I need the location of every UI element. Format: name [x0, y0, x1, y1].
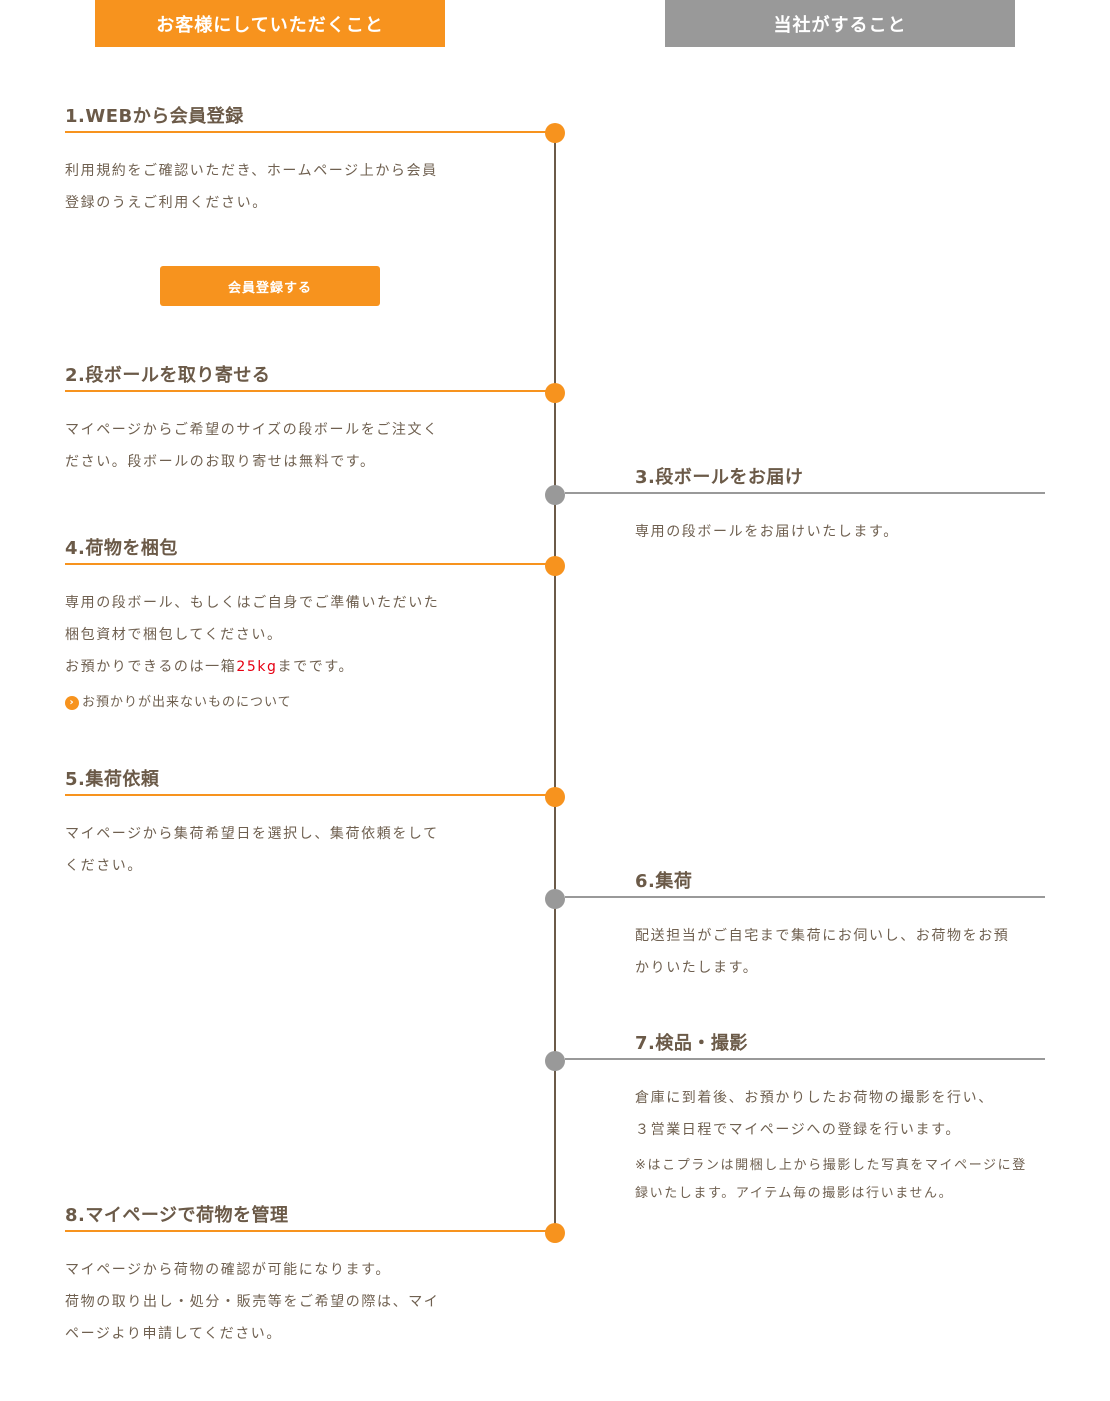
body-line: 専用の段ボールをお届けいたします。 — [635, 524, 899, 540]
body-line: ３営業日程でマイページへの登録を行います。 — [635, 1122, 961, 1138]
weight-limit: お預かりできるのは一箱25kgまでです。 — [65, 651, 485, 683]
timeline-dot-customer — [545, 556, 565, 576]
timeline-dot-company — [545, 485, 565, 505]
body-line: 利用規約をご確認いただき、ホームページ上から会員 — [65, 163, 438, 179]
step-title: 5.集荷依頼 — [65, 766, 555, 796]
timeline-dot-customer — [545, 787, 565, 807]
body-line: かりいたします。 — [635, 960, 759, 976]
step-body: 倉庫に到着後、お預かりしたお荷物の撮影を行い、 ３営業日程でマイページへの登録を… — [635, 1082, 1055, 1208]
note-line: ※はこプランは開梱し上から撮影した写真をマイページに登 — [635, 1158, 1027, 1173]
body-line: 登録のうえご利用ください。 — [65, 195, 268, 211]
timeline-dot-customer — [545, 123, 565, 143]
limit-suffix: までです。 — [277, 659, 355, 675]
step-8: 8.マイページで荷物を管理 マイページから荷物の確認が可能になります。 荷物の取… — [65, 1202, 555, 1350]
step-title: 7.検品・撮影 — [565, 1030, 1045, 1060]
step-title: 8.マイページで荷物を管理 — [65, 1202, 555, 1232]
step-1: 1.WEBから会員登録 利用規約をご確認いただき、ホームページ上から会員 登録の… — [65, 103, 555, 219]
step-note: ※はこプランは開梱し上から撮影した写真をマイページに登 録いたします。アイテム毎… — [635, 1152, 1055, 1208]
body-line: 配送担当がご自宅まで集荷にお伺いし、お荷物をお預 — [635, 928, 1010, 944]
body-line: マイページから集荷希望日を選択し、集荷依頼をして — [65, 826, 439, 842]
body-line: マイページから荷物の確認が可能になります。 — [65, 1262, 391, 1278]
company-column-header: 当社がすること — [665, 0, 1015, 47]
body-line: マイページからご希望のサイズの段ボールをご注文く — [65, 422, 439, 438]
step-5: 5.集荷依頼 マイページから集荷希望日を選択し、集荷依頼をして ください。 — [65, 766, 555, 882]
step-title: 6.集荷 — [565, 868, 1045, 898]
customer-column-header: お客様にしていただくこと — [95, 0, 445, 47]
step-6: 6.集荷 配送担当がご自宅まで集荷にお伺いし、お荷物をお預 かりいたします。 — [565, 868, 1055, 984]
body-line: ページより申請してください。 — [65, 1326, 282, 1342]
step-body: 利用規約をご確認いただき、ホームページ上から会員 登録のうえご利用ください。 — [65, 155, 485, 219]
step-body: 配送担当がご自宅まで集荷にお伺いし、お荷物をお預 かりいたします。 — [635, 920, 1055, 984]
step-body: マイページからご希望のサイズの段ボールをご注文く ださい。段ボールのお取り寄せは… — [65, 414, 485, 478]
body-line: 専用の段ボール、もしくはご自身でご準備いただいた — [65, 595, 440, 611]
member-register-button[interactable]: 会員登録する — [160, 266, 380, 306]
step-2: 2.段ボールを取り寄せる マイページからご希望のサイズの段ボールをご注文く ださ… — [65, 362, 555, 478]
body-line: ください。 — [65, 858, 143, 874]
step-3: 3.段ボールをお届け 専用の段ボールをお届けいたします。 — [565, 464, 1055, 548]
note-line: 録いたします。アイテム毎の撮影は行いません。 — [635, 1186, 954, 1201]
step-4: 4.荷物を梱包 専用の段ボール、もしくはご自身でご準備いただいた 梱包資材で梱包… — [65, 535, 555, 719]
timeline-dot-company — [545, 889, 565, 909]
limit-prefix: お預かりできるのは一箱 — [65, 659, 237, 675]
body-line: 荷物の取り出し・処分・販売等をご希望の際は、マイ — [65, 1294, 440, 1310]
step-body: 専用の段ボール、もしくはご自身でご準備いただいた 梱包資材で梱包してください。 … — [65, 587, 485, 719]
step-7: 7.検品・撮影 倉庫に到着後、お預かりしたお荷物の撮影を行い、 ３営業日程でマイ… — [565, 1030, 1055, 1208]
body-line: ださい。段ボールのお取り寄せは無料です。 — [65, 454, 376, 470]
body-line: 倉庫に到着後、お預かりしたお荷物の撮影を行い、 — [635, 1090, 994, 1106]
timeline-dot-customer — [545, 1223, 565, 1243]
prohibited-items-link[interactable]: ›お預かりが出来ないものについて — [65, 687, 485, 719]
timeline-dot-customer — [545, 383, 565, 403]
step-title: 4.荷物を梱包 — [65, 535, 555, 565]
limit-value: 25kg — [236, 659, 278, 675]
step-title: 2.段ボールを取り寄せる — [65, 362, 555, 392]
step-title: 1.WEBから会員登録 — [65, 103, 555, 133]
link-label: お預かりが出来ないものについて — [82, 695, 292, 710]
step-body: マイページから集荷希望日を選択し、集荷依頼をして ください。 — [65, 818, 485, 882]
body-line: 梱包資材で梱包してください。 — [65, 627, 283, 643]
step-title: 3.段ボールをお届け — [565, 464, 1045, 494]
chevron-right-icon: › — [65, 696, 79, 710]
step-body: 専用の段ボールをお届けいたします。 — [635, 516, 1055, 548]
timeline-dot-company — [545, 1051, 565, 1071]
step-body: マイページから荷物の確認が可能になります。 荷物の取り出し・処分・販売等をご希望… — [65, 1254, 485, 1350]
timeline-line — [554, 133, 556, 1233]
